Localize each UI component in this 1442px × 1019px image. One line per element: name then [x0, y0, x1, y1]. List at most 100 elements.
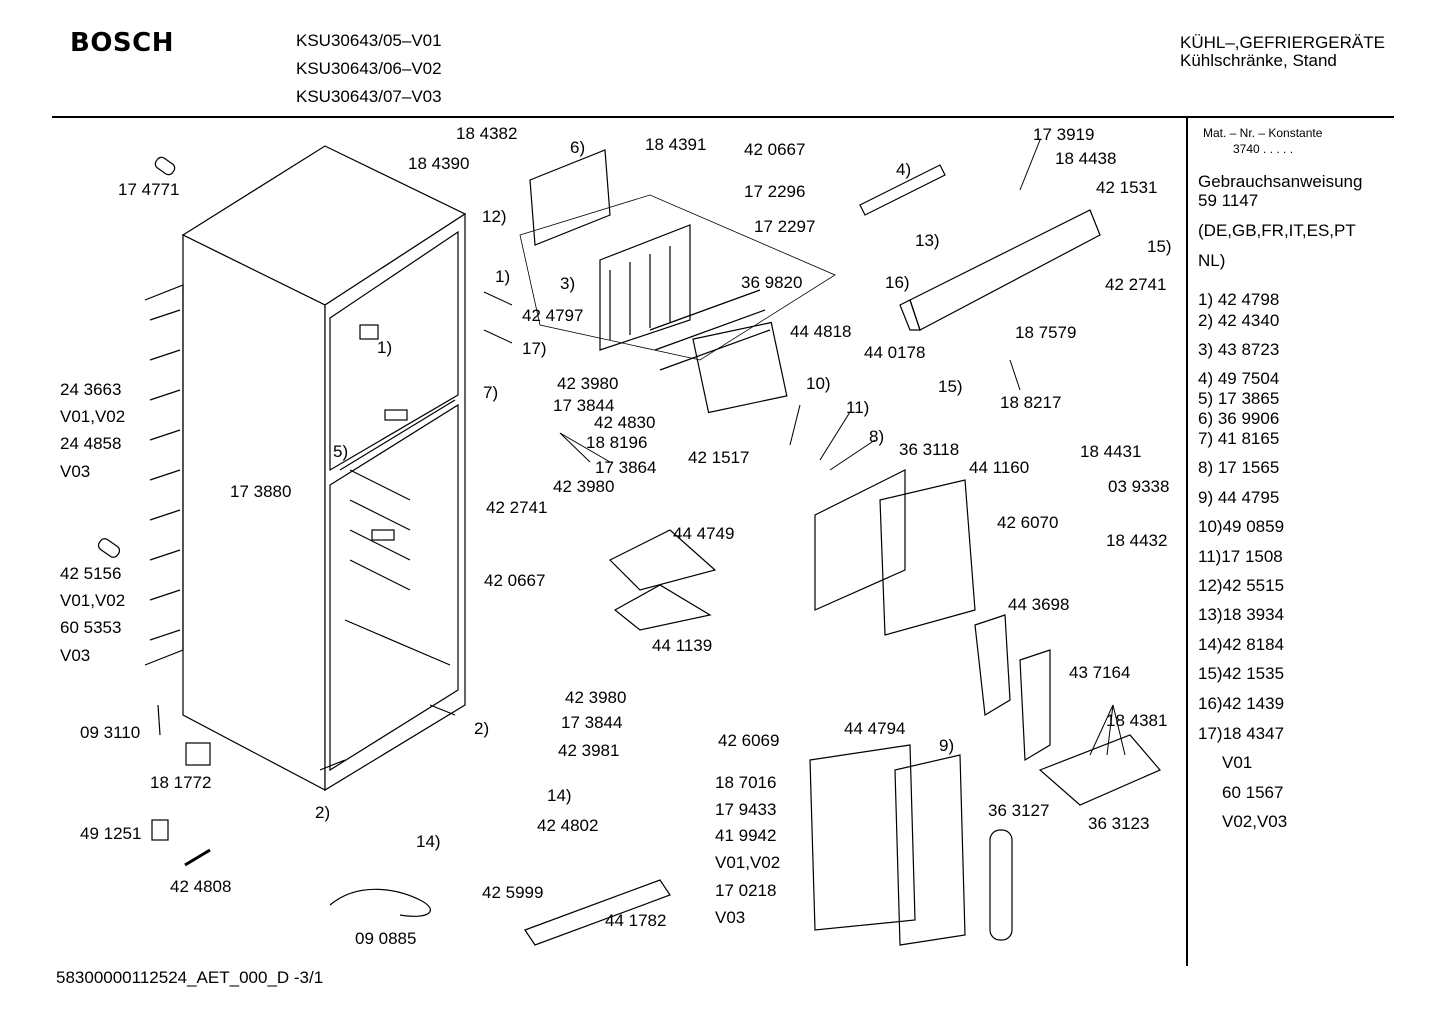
label-v03-a: V03 [60, 462, 91, 481]
part-424808 [184, 848, 211, 867]
label-369820: 36 9820 [741, 273, 803, 292]
label-363123: 36 3123 [1088, 814, 1150, 833]
tray-441139 [613, 584, 712, 631]
part-ref-3: 3) 43 8723 [1198, 340, 1280, 359]
part-181772 [185, 742, 211, 766]
label-10: 10) [806, 374, 831, 393]
document-id: 58300000112524_AET_000_D -3/1 [56, 968, 324, 987]
label-420667-b: 42 0667 [484, 571, 546, 590]
fan-panel [814, 469, 906, 611]
label-425156: 42 5156 [60, 564, 122, 583]
label-441160: 44 1160 [969, 458, 1030, 477]
part-363127 [989, 829, 1013, 941]
part-ref-14: 14)42 8184 [1198, 635, 1285, 654]
label-1-a: 1) [495, 267, 511, 286]
label-184391: 18 4391 [645, 135, 707, 154]
label-421531: 42 1531 [1096, 178, 1158, 197]
label-2-b: 2) [474, 719, 490, 738]
part-ref-10: 10)49 0859 [1198, 517, 1285, 536]
part-ref-9: 9) 44 4795 [1198, 488, 1280, 507]
part-ref-17: 17)18 4347 [1198, 724, 1285, 743]
label-423980-a: 42 3980 [557, 374, 619, 393]
label-v01v02-a: V01,V02 [60, 407, 126, 426]
label-424808: 42 4808 [170, 877, 232, 896]
mat-number-title: Mat. – Nr. – Konstante [1203, 126, 1323, 140]
manual-title: Gebrauchsanweisung [1198, 172, 1363, 191]
freezer-flap [529, 149, 611, 246]
label-173864: 17 3864 [595, 458, 657, 477]
fridge-cabinet [181, 145, 467, 792]
label-424830: 42 4830 [594, 413, 656, 432]
model-number-1: KSU30643/05–V01 [296, 31, 442, 50]
label-421517: 42 1517 [688, 448, 750, 467]
part-174771 [154, 156, 176, 176]
part-491251 [151, 819, 169, 841]
label-14-b: 14) [416, 832, 441, 851]
condenser [144, 284, 184, 666]
part-ref-2: 2) 42 4340 [1198, 311, 1280, 330]
cover-plate-444818 [692, 321, 788, 414]
part-ref-13: 13)18 3934 [1198, 605, 1285, 624]
label-244858: 24 4858 [60, 434, 122, 453]
shelf-441782 [524, 879, 671, 946]
label-605353: 60 5353 [60, 618, 122, 637]
door-liner-9 [894, 754, 966, 946]
label-2-a: 2) [315, 803, 331, 822]
part-ref-5: 5) 17 3865 [1198, 389, 1280, 408]
label-419942: 41 9942 [715, 826, 777, 845]
label-426070: 42 6070 [997, 513, 1059, 532]
label-13: 13) [915, 231, 940, 250]
label-363127: 36 3127 [988, 801, 1050, 820]
part-ref-8: 8) 17 1565 [1198, 458, 1280, 477]
label-187016: 18 7016 [715, 773, 777, 792]
label-420667-a: 42 0667 [744, 140, 806, 159]
model-number-3: KSU30643/07–V03 [296, 87, 442, 106]
category-subtitle: Kühlschränke, Stand [1180, 51, 1337, 70]
label-v03-b: V03 [60, 646, 91, 665]
label-184431: 18 4431 [1080, 442, 1142, 461]
power-cord [329, 888, 431, 917]
label-12: 12) [482, 207, 507, 226]
label-15-a: 15) [1147, 237, 1172, 256]
tray-444749 [608, 529, 717, 591]
manual-languages-cont: NL) [1198, 251, 1226, 270]
label-8: 8) [869, 427, 885, 446]
label-184390: 18 4390 [408, 154, 470, 173]
variant-v01: V01 [1222, 753, 1253, 772]
label-173919: 17 3919 [1033, 125, 1095, 144]
label-093110: 09 3110 [80, 723, 141, 742]
label-440178: 44 0178 [864, 343, 926, 362]
label-425999: 42 5999 [482, 883, 544, 902]
control-panel [859, 164, 1101, 331]
mat-number-value: 3740 . . . . . [1233, 142, 1294, 156]
part-093110 [157, 704, 161, 736]
label-174771: 17 4771 [118, 180, 180, 199]
variant-v01-part: 60 1567 [1222, 783, 1284, 802]
label-441782: 44 1782 [605, 911, 667, 930]
leader-lines [483, 139, 1126, 756]
header-divider [52, 116, 1394, 118]
label-423980-b: 42 3980 [553, 477, 615, 496]
label-491251: 49 1251 [80, 824, 142, 843]
part-ref-7: 7) 41 8165 [1198, 429, 1280, 448]
label-v03-c: V03 [715, 908, 746, 927]
label-v01v02-b: V01,V02 [60, 591, 126, 610]
label-184438: 18 4438 [1055, 149, 1117, 168]
label-1-b: 1) [377, 338, 393, 357]
label-437164: 43 7164 [1069, 663, 1131, 682]
manual-languages: (DE,GB,FR,IT,ES,PT [1198, 221, 1356, 240]
label-173880: 17 3880 [230, 482, 292, 501]
label-9: 9) [939, 736, 955, 755]
part-ref-12: 12)42 5515 [1198, 576, 1285, 595]
label-179433: 17 9433 [715, 800, 777, 819]
label-173844-b: 17 3844 [561, 713, 623, 732]
label-423980-c: 42 3980 [565, 688, 627, 707]
label-443698: 44 3698 [1008, 595, 1070, 614]
label-6: 6) [570, 138, 586, 157]
label-172297: 17 2297 [754, 217, 816, 236]
brand-logo: BOSCH [70, 28, 174, 58]
label-184432: 18 4432 [1106, 531, 1168, 550]
label-16: 16) [885, 273, 910, 292]
part-ref-1: 1) 42 4798 [1198, 290, 1280, 309]
